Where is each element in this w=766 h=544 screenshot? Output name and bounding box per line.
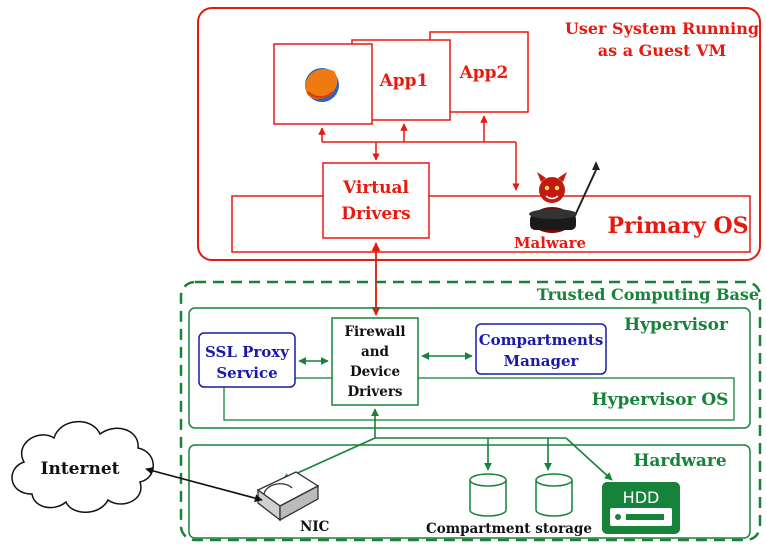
firewall-line2: and (361, 344, 390, 360)
firewall-line3: Device (350, 364, 400, 380)
guest-vm-title-line2: as a Guest VM (598, 41, 726, 60)
devil-malware-icon (529, 161, 600, 233)
firewall-line4: Drivers (347, 384, 402, 400)
hypervisor-label: Hypervisor (624, 315, 729, 335)
app1-label: App1 (379, 71, 429, 91)
hypervisor-box (188, 307, 751, 429)
internet-nic-link (145, 466, 263, 503)
hypervisor-os-label: Hypervisor OS (592, 390, 729, 410)
vm-app-links (318, 115, 520, 191)
nic-label: NIC (300, 519, 330, 535)
guest-vm-box (197, 7, 761, 261)
virtual-drivers-box (322, 162, 430, 239)
virtual-drivers-line1: Virtual (342, 178, 410, 198)
tcb-title: Trusted Computing Base (537, 285, 759, 304)
virtual-drivers-line2: Drivers (341, 204, 410, 224)
firewall-box (331, 317, 419, 406)
app2-label: App2 (459, 63, 509, 83)
hypervisor-os-box (223, 377, 735, 421)
compartments-line2: Manager (504, 352, 580, 370)
cloud-icon (11, 420, 154, 513)
compartments-line1: Compartments (479, 331, 604, 349)
ssl-proxy-line1: SSL Proxy (205, 343, 290, 361)
internet-label: Internet (41, 459, 120, 479)
ssl-proxy-line2: Service (216, 364, 277, 382)
hardware-label: Hardware (633, 451, 727, 471)
compartment-storage-label: Compartment storage (426, 521, 592, 537)
database-icon (469, 473, 507, 517)
malware-label: Malware (514, 234, 586, 252)
ssl-proxy-box (198, 332, 296, 388)
primary-os-box (231, 195, 751, 253)
nic-icon (256, 471, 320, 522)
hdd-icon (602, 482, 680, 534)
compartments-manager-box (475, 323, 607, 375)
guest-vm-title-line1: User System Running (565, 19, 759, 38)
hdd-label: HDD (623, 488, 660, 507)
database-icon (535, 473, 573, 517)
firefox-icon (305, 68, 339, 102)
tcb-box (179, 280, 762, 542)
primary-os-label: Primary OS (607, 213, 748, 239)
firewall-line1: Firewall (344, 324, 405, 340)
